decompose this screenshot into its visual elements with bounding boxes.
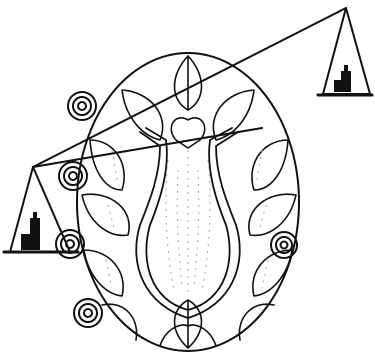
oval-inner-lobes [82, 56, 296, 348]
left-scale-pan [4, 167, 78, 252]
central-flask [136, 128, 240, 318]
left-weight [21, 212, 40, 250]
right-weight [334, 65, 351, 92]
stipple-texture [106, 150, 268, 295]
suspension-line [33, 8, 346, 167]
spiral-icon [68, 92, 96, 120]
spiral-icon [56, 230, 84, 258]
spiral-icon [74, 299, 102, 327]
spiral-icon [59, 162, 87, 190]
